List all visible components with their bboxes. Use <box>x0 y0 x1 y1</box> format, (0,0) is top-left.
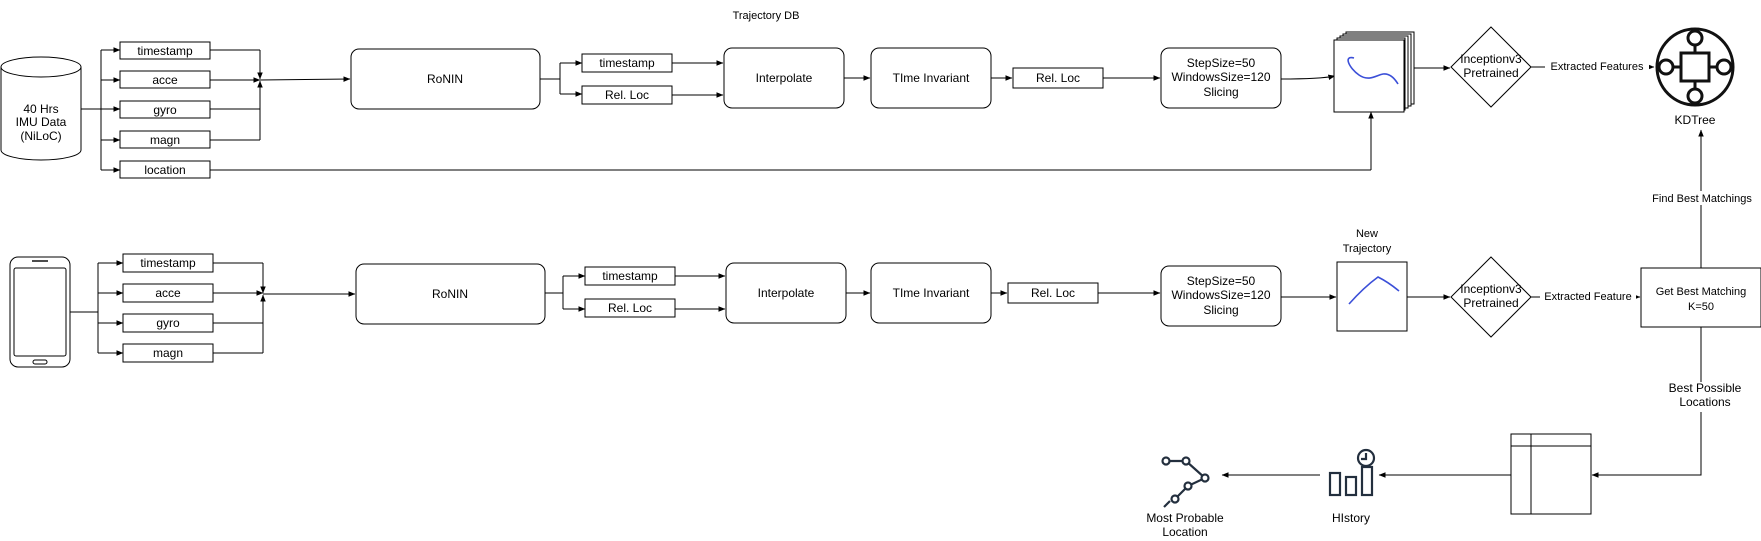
svg-text:gyro: gyro <box>153 103 177 117</box>
edge-find-best-matchings: Find Best Matchings <box>1652 193 1752 205</box>
top-inception-node: Inceptionv3 Pretrained <box>1450 26 1532 108</box>
best-matching-node: Get Best Matching K=50 <box>1640 267 1761 328</box>
location-path-icon <box>1161 456 1210 508</box>
svg-text:timestamp: timestamp <box>140 256 196 270</box>
bottom-interpolate-node: Interpolate <box>725 262 847 324</box>
top-ronin-connectors <box>540 60 583 97</box>
top-input-gyro: gyro <box>119 100 211 119</box>
top-interpolate-node: Interpolate <box>723 47 845 109</box>
svg-text:WindowsSize=120: WindowsSize=120 <box>1171 288 1270 302</box>
top-rel-loc-node: Rel. Loc <box>1012 67 1104 89</box>
new-trajectory-label-line2: Trajectory <box>1343 243 1392 255</box>
arrow-matching-table <box>1591 327 1702 478</box>
new-trajectory-curve <box>1348 276 1400 305</box>
db-label-line3: (NiLoC) <box>20 129 61 143</box>
most-probable-label-line2: Location <box>1162 525 1207 539</box>
bottom-input-magn: magn <box>122 343 214 363</box>
new-trajectory-icon <box>1336 261 1408 332</box>
top-fanout-connectors <box>81 47 1374 173</box>
top-input-location: location <box>119 160 211 179</box>
bottom-slicing-node: StepSize=50 WindowsSize=120 Slicing <box>1160 265 1282 327</box>
bottom-inception-node: Inceptionv3 Pretrained <box>1450 256 1532 338</box>
bottom-ronin-node: RoNIN <box>355 263 546 325</box>
bottom-input-gyro: gyro <box>122 313 214 333</box>
svg-text:RoNIN: RoNIN <box>432 287 468 301</box>
svg-text:WindowsSize=120: WindowsSize=120 <box>1171 70 1270 84</box>
svg-text:Get Best Matching: Get Best Matching <box>1656 286 1747 298</box>
svg-text:Rel. Loc: Rel. Loc <box>1031 286 1075 300</box>
top-time-invariant-node: TIme Invariant <box>870 47 992 109</box>
edge-label-bg <box>1545 59 1649 73</box>
top-slicing-node: StepSize=50 WindowsSize=120 Slicing <box>1160 47 1282 109</box>
top-input-acce: acce <box>119 70 211 89</box>
svg-text:timestamp: timestamp <box>599 56 655 70</box>
db-trajectory-curve <box>1347 56 1399 85</box>
bottom-time-invariant-node: TIme Invariant <box>870 262 992 324</box>
smartphone-icon <box>9 256 71 368</box>
top-output-timestamp: timestamp <box>581 53 673 73</box>
history-label: HIstory <box>1332 511 1370 525</box>
svg-text:acce: acce <box>152 73 178 87</box>
bottom-ronin-connectors <box>545 273 586 312</box>
top-edge-extracted-features: Extracted Features <box>1551 61 1644 73</box>
svg-text:magn: magn <box>150 133 180 147</box>
svg-text:timestamp: timestamp <box>602 269 658 283</box>
imu-database-icon: 40 Hrs IMU Data (NiLoC) <box>0 56 82 161</box>
db-label-line2: IMU Data <box>16 115 67 129</box>
bottom-output-rel-loc: Rel. Loc <box>584 298 676 318</box>
svg-text:magn: magn <box>153 346 183 360</box>
top-input-timestamp: timestamp <box>119 41 211 60</box>
svg-text:Rel. Loc: Rel. Loc <box>605 88 649 102</box>
top-ronin-node: RoNIN <box>350 48 541 110</box>
bottom-input-acce: acce <box>122 283 214 303</box>
top-output-rel-loc: Rel. Loc <box>581 85 673 105</box>
kdtree-label: KDTree <box>1675 113 1716 127</box>
edge-best-possible-locations-line2: Locations <box>1679 395 1730 409</box>
svg-text:timestamp: timestamp <box>137 44 193 58</box>
kdtree-icon <box>1655 27 1735 107</box>
bottom-output-timestamp: timestamp <box>584 266 676 286</box>
bottom-fanout-connectors <box>70 260 356 356</box>
svg-text:Interpolate: Interpolate <box>758 286 815 300</box>
svg-text:K=50: K=50 <box>1688 301 1714 313</box>
svg-text:Slicing: Slicing <box>1203 303 1238 317</box>
svg-text:location: location <box>144 163 185 177</box>
top-arrow-slicing-stack <box>1280 74 1336 81</box>
svg-text:Slicing: Slicing <box>1203 85 1238 99</box>
top-input-magn: magn <box>119 130 211 149</box>
svg-text:RoNIN: RoNIN <box>427 72 463 86</box>
svg-text:Rel. Loc: Rel. Loc <box>1036 71 1080 85</box>
svg-text:Pretrained: Pretrained <box>1463 66 1518 80</box>
svg-text:gyro: gyro <box>156 316 180 330</box>
bottom-rel-loc-node: Rel. Loc <box>1007 282 1099 304</box>
svg-text:StepSize=50: StepSize=50 <box>1187 274 1256 288</box>
new-trajectory-label-line1: New <box>1356 228 1378 240</box>
diagram-title: Trajectory DB <box>733 10 800 22</box>
svg-text:Interpolate: Interpolate <box>756 71 813 85</box>
svg-text:TIme Invariant: TIme Invariant <box>893 71 970 85</box>
edge-label-bg <box>1666 382 1738 412</box>
bottom-input-timestamp: timestamp <box>122 253 214 273</box>
edge-best-possible-locations-line1: Best Possible <box>1669 381 1742 395</box>
history-icon <box>1328 448 1376 497</box>
db-label-line1: 40 Hrs <box>23 102 58 116</box>
trajectory-stack-icon <box>1333 31 1415 113</box>
svg-text:Inceptionv3: Inceptionv3 <box>1460 282 1522 296</box>
most-probable-label-line1: Most Probable <box>1146 511 1224 525</box>
svg-text:TIme Invariant: TIme Invariant <box>893 286 970 300</box>
locations-table-icon <box>1510 433 1592 515</box>
svg-text:StepSize=50: StepSize=50 <box>1187 56 1256 70</box>
edge-label-bg <box>1540 289 1636 303</box>
svg-text:acce: acce <box>155 286 181 300</box>
bottom-edge-extracted-feature: Extracted Feature <box>1544 291 1631 303</box>
svg-text:Inceptionv3: Inceptionv3 <box>1460 52 1522 66</box>
svg-text:Rel. Loc: Rel. Loc <box>608 301 652 315</box>
edge-label-bg <box>1648 191 1756 205</box>
svg-text:Pretrained: Pretrained <box>1463 296 1518 310</box>
